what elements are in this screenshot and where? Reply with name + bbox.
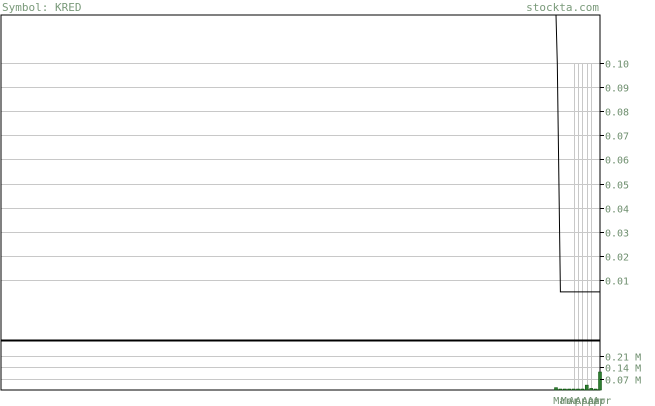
price-tick-label: 0.02 [605, 253, 629, 264]
price-tick-label: 0.10 [605, 60, 629, 71]
volume-bar [593, 388, 598, 391]
price-tick-label: 0.03 [605, 229, 629, 240]
volume-bar [580, 388, 585, 391]
price-tick-label: 0.08 [605, 108, 629, 119]
price-tick-label: 0.06 [605, 156, 629, 167]
price-tick-label: 0.09 [605, 84, 629, 95]
volume-tick-label: 0.14 M [605, 364, 641, 375]
price-grid [1, 63, 600, 281]
volume-axis-ticks: 0.21 M0.14 M0.07 M [600, 353, 641, 387]
volume-x-tick-label: Apr [588, 396, 606, 406]
volume-bar [554, 387, 558, 391]
symbol-label: Symbol: KRED [2, 1, 81, 14]
volume-x-tick-label: Apr [593, 396, 611, 406]
volume-bar [567, 388, 571, 391]
price-tick-label: 0.05 [605, 181, 629, 192]
price-tick-label: 0.07 [605, 132, 629, 143]
volume-x-tick-label: Mar [561, 396, 579, 406]
volume-tick-label: 0.21 M [605, 353, 641, 364]
volume-bar [576, 388, 580, 391]
price-series [555, 14, 600, 293]
volume-bar [563, 388, 567, 391]
volume-x-tick-label: Apr [582, 396, 600, 406]
site-label: stockta.com [526, 1, 599, 14]
volume-grid [1, 356, 600, 380]
price-tick-label: 0.04 [605, 205, 629, 216]
volume-series [554, 371, 602, 391]
price-tick-label: 0.01 [605, 277, 629, 288]
volume-bar [571, 388, 576, 391]
volume-x-tick-label: Apr [575, 396, 593, 406]
volume-tick-label: 0.07 M [605, 376, 641, 387]
volume-x-tick-label: Mar [553, 396, 571, 406]
volume-bar [585, 384, 589, 391]
price-line [555, 14, 600, 293]
volume-bar [598, 371, 602, 391]
volume-vertical-grid [574, 341, 592, 390]
volume-bar [558, 388, 563, 391]
volume-x-tick-label: Apr [569, 396, 587, 406]
volume-bar [589, 388, 593, 391]
price-vertical-grid [574, 63, 592, 340]
price-panel: 0.10 0.09 0.08 0.07 0.06 0.05 0.04 0.03 0.02 0.01 [0, 14, 629, 341]
volume-frame [0, 340, 601, 391]
price-frame [0, 14, 601, 341]
price-axis-ticks: 0.10 0.09 0.08 0.07 0.06 0.05 0.04 0.03 0.02 0.01 [600, 60, 629, 288]
